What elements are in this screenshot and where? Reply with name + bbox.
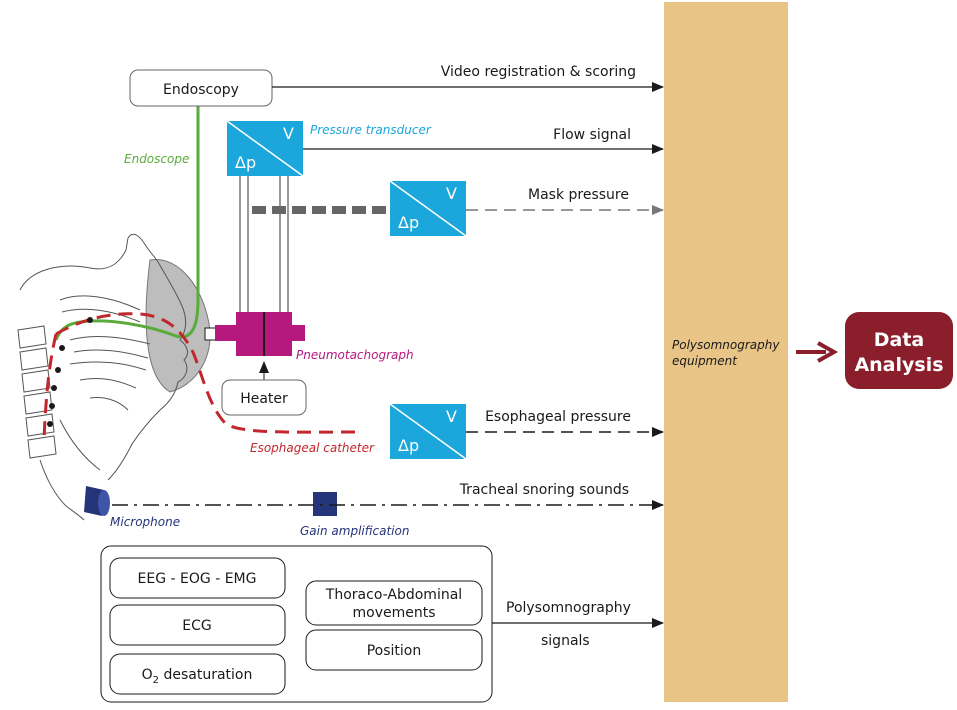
transducer3-dp: Δp — [398, 436, 419, 455]
equipment-label-line1: Polysomnography — [672, 338, 780, 352]
ecg-box — [109, 604, 286, 646]
pneumotachograph-label: Pneumotachograph — [296, 348, 414, 362]
flow-signal-label: Flow signal — [553, 127, 631, 143]
transducer2-v: V — [446, 184, 457, 203]
o2-label: O2 desaturation — [142, 667, 253, 686]
data-analysis-line2: Analysis — [854, 354, 943, 376]
data-analysis-arrow — [796, 341, 839, 363]
endoscopy-box — [129, 69, 273, 107]
heater-label: Heater — [240, 391, 288, 407]
esophageal-catheter-line — [55, 312, 363, 434]
thoraco-label-line1: Thoraco-Abdominal — [325, 587, 462, 603]
pressure-transducer-esophageal: V Δp — [389, 403, 467, 460]
thoraco-box — [305, 580, 483, 626]
gain-amplification-label: Gain amplification — [300, 524, 409, 538]
data-analysis-line1: Data — [874, 329, 925, 351]
video-signal-label: Video registration & scoring — [441, 64, 636, 80]
pressure-transducer-mask: V Δp — [389, 180, 467, 237]
ecg-label: ECG — [182, 618, 211, 634]
thoraco-label-line2: movements — [352, 605, 435, 621]
transducer1-dp: Δp — [235, 153, 256, 172]
eeg-box — [109, 557, 286, 599]
equipment-label-line2: equipment — [672, 354, 738, 368]
o2-box — [109, 653, 286, 695]
esophageal-signal-label: Esophageal pressure — [485, 409, 631, 425]
pneumotachograph — [215, 312, 305, 356]
gain-amplifier — [313, 492, 337, 516]
o2-subscript: 2 — [153, 675, 159, 686]
catheter-sensor-dots — [47, 317, 93, 427]
psg-signal-label-line1: Polysomnography — [506, 600, 631, 616]
endoscopy-label: Endoscopy — [163, 82, 239, 98]
heater-box — [221, 379, 307, 416]
transducer1-v: V — [283, 124, 294, 143]
position-box — [305, 629, 483, 671]
position-label: Position — [367, 643, 422, 659]
transducer-tubes — [239, 176, 289, 315]
o2-rest: desaturation — [159, 667, 252, 683]
snoring-signal-label: Tracheal snoring sounds — [459, 482, 629, 498]
esophageal-catheter-label: Esophageal catheter — [250, 441, 375, 455]
microphone-icon — [84, 486, 110, 516]
transducer3-v: V — [446, 407, 457, 426]
mask-signal-label: Mask pressure — [528, 187, 629, 203]
head-illustration — [17, 233, 211, 521]
transducer2-dp: Δp — [398, 213, 419, 232]
data-analysis-box — [845, 312, 953, 389]
endoscope-label: Endoscope — [124, 152, 189, 166]
microphone-label: Microphone — [110, 515, 180, 529]
polysomnography-equipment-bar — [664, 2, 788, 702]
o2-main: O — [142, 667, 153, 683]
endoscope-line — [54, 104, 200, 341]
eeg-label: EEG - EOG - EMG — [138, 571, 257, 587]
esophageal-catheter-throat — [42, 333, 58, 441]
pressure-transducer-label: Pressure transducer — [310, 123, 432, 137]
pressure-transducer-flow: V Δp — [226, 120, 304, 177]
psg-signal-label-line2: signals — [541, 633, 590, 649]
